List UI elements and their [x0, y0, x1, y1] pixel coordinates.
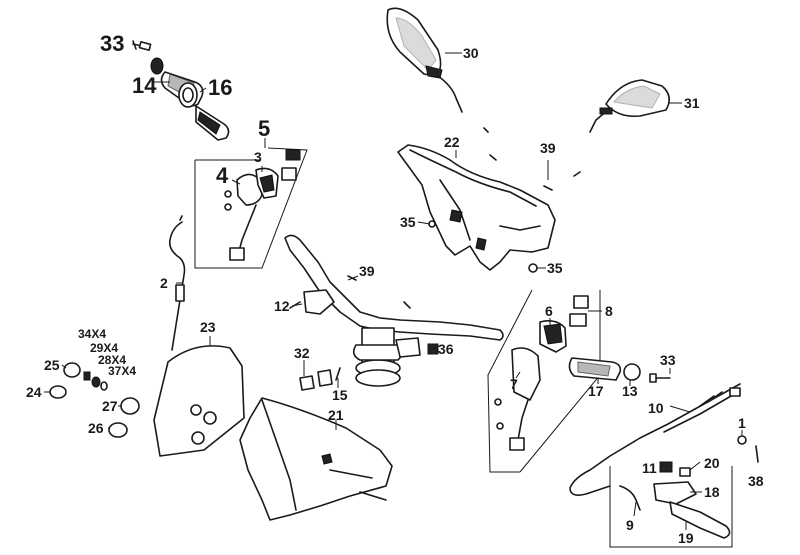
- label-31: 31: [684, 95, 700, 111]
- label-18: 18: [704, 484, 720, 500]
- label-26: 26: [88, 420, 104, 436]
- handlebar-assembly: [284, 234, 504, 387]
- label-33-right: 33: [660, 352, 676, 368]
- label-32: 32: [294, 345, 310, 361]
- label-14: 14: [132, 73, 157, 98]
- label-7: 7: [510, 376, 518, 392]
- label-36: 36: [438, 341, 454, 357]
- label-19: 19: [678, 530, 694, 546]
- brake-lever-assembly: [609, 461, 733, 548]
- label-9: 9: [626, 517, 634, 533]
- label-35-left: 35: [400, 214, 416, 230]
- label-34x4: 34X4: [78, 327, 106, 341]
- windscreen: [153, 345, 245, 457]
- brake-cable-assembly: [569, 383, 759, 496]
- label-13: 13: [622, 383, 638, 399]
- label-25: 25: [44, 357, 60, 373]
- label-5: 5: [258, 116, 270, 141]
- label-15: 15: [332, 387, 348, 403]
- left-mirror: [386, 7, 463, 113]
- left-switch-assembly: [194, 147, 308, 269]
- callout-labels: 33 14 16 5 3 4 2 30 31 22 39 35 35 39 12…: [26, 31, 764, 546]
- label-11: 11: [642, 460, 657, 476]
- handlebar-front-cover: [397, 127, 581, 273]
- right-switch-assembly: [487, 289, 601, 473]
- label-39-right: 39: [540, 140, 556, 156]
- label-2: 2: [160, 275, 168, 291]
- label-28x4: 28X4: [98, 353, 126, 367]
- label-8: 8: [605, 303, 613, 319]
- label-24: 24: [26, 384, 42, 400]
- label-16: 16: [208, 75, 232, 100]
- leader-lines: [44, 52, 743, 530]
- label-29x4: 29X4: [90, 341, 118, 355]
- right-mirror: [589, 79, 670, 133]
- label-35-right: 35: [547, 260, 563, 276]
- label-39-left: 39: [359, 263, 375, 279]
- label-17: 17: [588, 383, 604, 399]
- front-handlebar-cover: [239, 397, 393, 521]
- center-fasteners: [299, 369, 333, 391]
- label-4: 4: [216, 163, 229, 188]
- label-1: 1: [738, 415, 746, 431]
- label-12: 12: [274, 298, 290, 314]
- right-grip-assembly: [568, 357, 671, 383]
- label-3: 3: [254, 149, 262, 165]
- label-23: 23: [200, 319, 216, 335]
- label-10: 10: [648, 400, 664, 416]
- label-33-top: 33: [100, 31, 124, 56]
- throttle-cable: [168, 215, 186, 351]
- label-20: 20: [704, 455, 720, 471]
- label-21: 21: [328, 407, 344, 423]
- left-grip-assembly: [132, 40, 230, 141]
- label-37x4: 37X4: [108, 364, 136, 378]
- label-30: 30: [463, 45, 479, 61]
- label-6: 6: [545, 303, 553, 319]
- label-38: 38: [748, 473, 764, 489]
- label-27: 27: [102, 398, 118, 414]
- label-22: 22: [444, 134, 460, 150]
